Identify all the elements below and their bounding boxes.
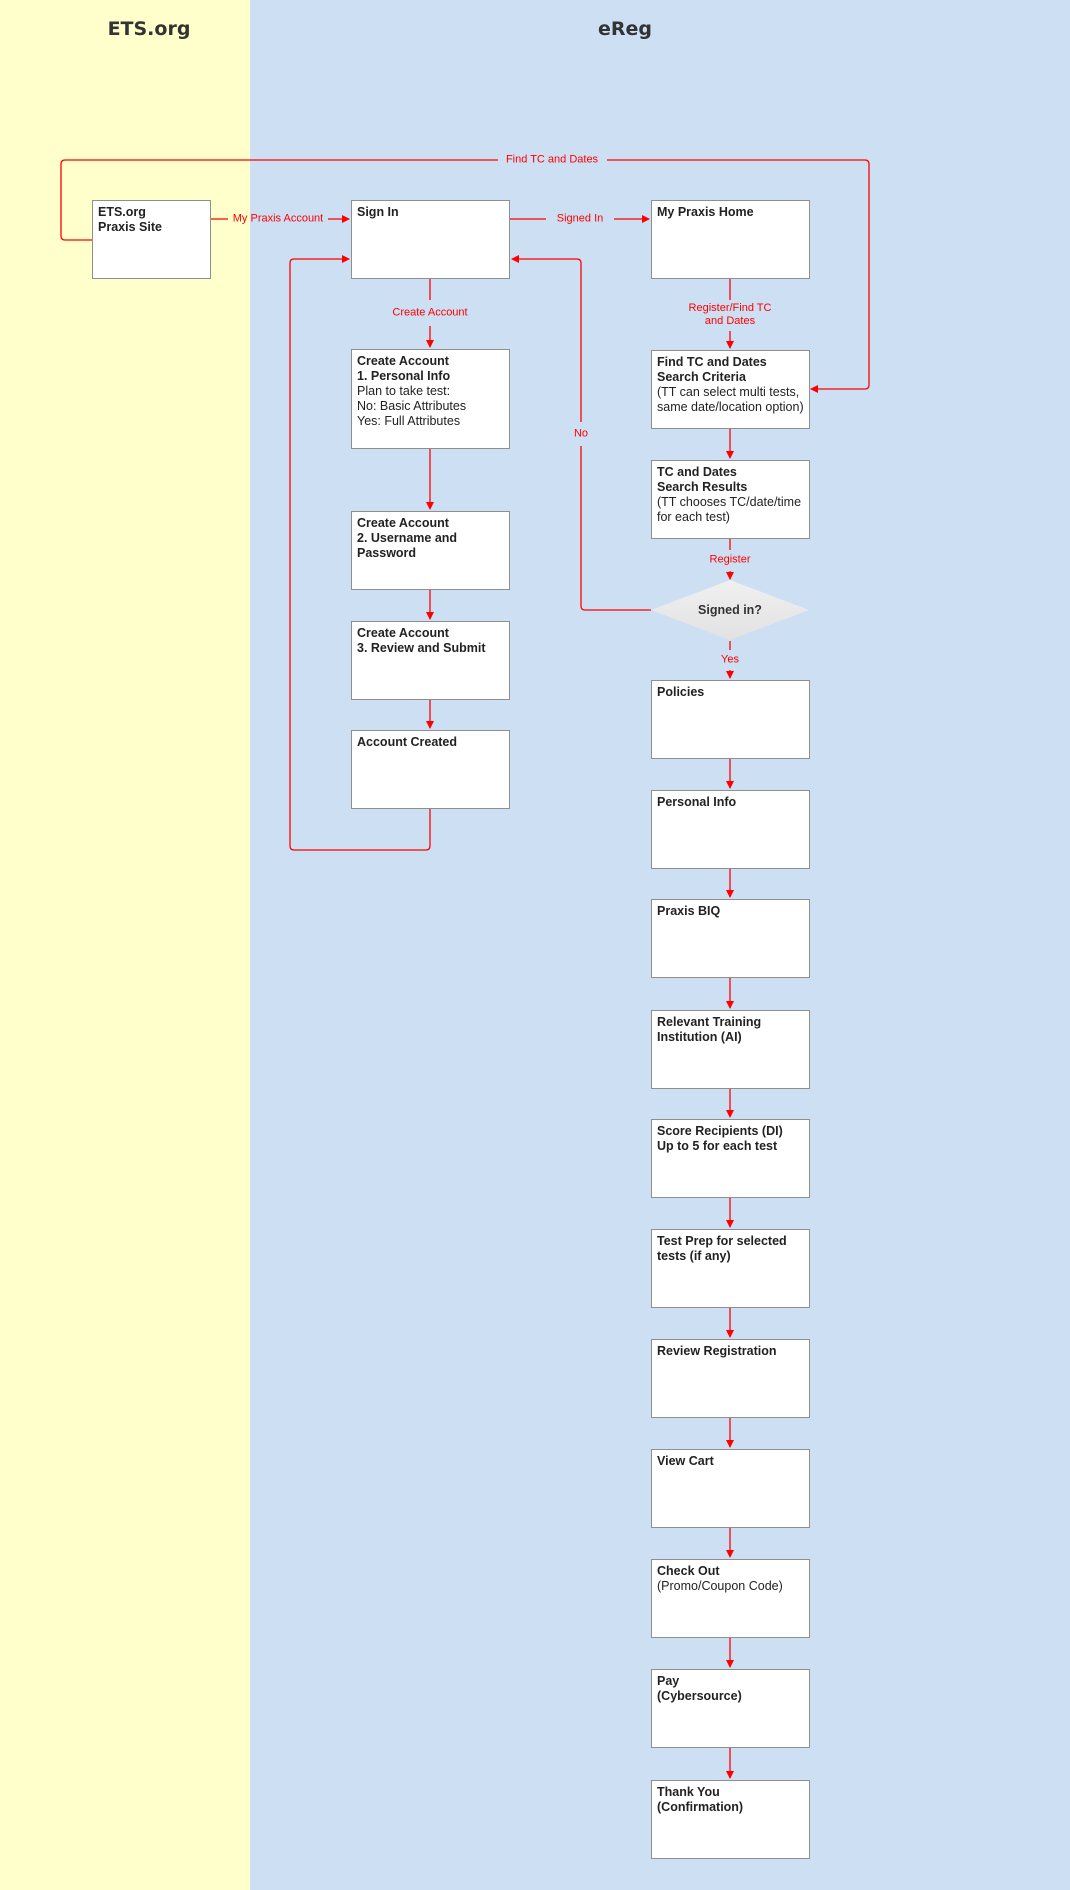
box-account-created: Account Created <box>351 730 510 809</box>
label-register-find: Register/Find TC and Dates <box>688 302 772 327</box>
box-title: Account Created <box>357 735 458 749</box>
box-title: My Praxis Home <box>657 205 754 219</box>
box-body: (TT can select multi tests, same date/lo… <box>657 385 804 414</box>
box-title: Thank You (Confirmation) <box>657 1785 744 1814</box>
box-sign-in: Sign In <box>351 200 510 279</box>
box-create-account-review: Create Account 3. Review and Submit <box>351 621 510 700</box>
connector-ets-to-find-tc <box>60 159 870 389</box>
box-title: Score Recipients (DI) Up to 5 for each t… <box>657 1124 783 1153</box>
box-title: ETS.org Praxis Site <box>98 205 162 234</box>
box-title: View Cart <box>657 1454 714 1468</box>
box-body: Plan to take test: No: Basic Attributes … <box>357 384 467 428</box>
box-title: Praxis BIQ <box>657 904 721 918</box>
box-find-tc-dates: Find TC and Dates Search Criteria(TT can… <box>651 350 810 429</box>
box-title: Personal Info <box>657 795 737 809</box>
box-title: Check Out <box>657 1564 720 1578</box>
box-score-recipients: Score Recipients (DI) Up to 5 for each t… <box>651 1119 810 1198</box>
box-thank-you: Thank You (Confirmation) <box>651 1780 810 1859</box>
box-review-registration: Review Registration <box>651 1339 810 1418</box>
box-title: Create Account 2. Username and Password <box>357 516 458 560</box>
box-policies: Policies <box>651 680 810 759</box>
box-title: Test Prep for selected tests (if any) <box>657 1234 787 1263</box>
box-title: Pay (Cybersource) <box>657 1674 742 1703</box>
box-test-prep: Test Prep for selected tests (if any) <box>651 1229 810 1308</box>
box-body: (TT chooses TC/date/time for each test) <box>657 495 802 524</box>
label-signed-in: Signed In <box>556 212 604 225</box>
box-training-institution: Relevant Training Institution (AI) <box>651 1010 810 1089</box>
label-yes: Yes <box>721 653 739 666</box>
decision-signed-in: Signed in? <box>698 603 762 617</box>
box-create-account-username: Create Account 2. Username and Password <box>351 511 510 590</box>
box-title: Policies <box>657 685 705 699</box>
box-ets-praxis-site: ETS.org Praxis Site <box>92 200 211 279</box>
box-title: Create Account 3. Review and Submit <box>357 626 486 655</box>
box-title: Review Registration <box>657 1344 777 1358</box>
box-my-praxis-home: My Praxis Home <box>651 200 810 279</box>
box-title: Sign In <box>357 205 399 219</box>
connector-created-to-signin <box>289 255 431 851</box>
box-title: Relevant Training Institution (AI) <box>657 1015 762 1044</box>
label-create-account: Create Account <box>392 306 468 319</box>
connector-no-to-signin <box>512 259 651 611</box>
box-title: Find TC and Dates Search Criteria <box>657 355 767 384</box>
box-title: TC and Dates Search Results <box>657 465 748 494</box>
box-personal-info: Personal Info <box>651 790 810 869</box>
lane-title-ets: ETS.org <box>107 18 191 40</box>
box-tc-dates-results: TC and Dates Search Results(TT chooses T… <box>651 460 810 539</box>
box-view-cart: View Cart <box>651 1449 810 1528</box>
label-my-praxis-account: My Praxis Account <box>232 212 324 225</box>
box-pay: Pay (Cybersource) <box>651 1669 810 1748</box>
box-title: Create Account 1. Personal Info <box>357 354 451 383</box>
box-praxis-biq: Praxis BIQ <box>651 899 810 978</box>
decision-diamond <box>651 580 809 640</box>
box-check-out: Check Out(Promo/Coupon Code) <box>651 1559 810 1638</box>
label-find-tc-dates: Find TC and Dates <box>505 153 599 166</box>
label-no: No <box>573 427 589 440</box>
label-register: Register <box>709 553 751 566</box>
lane-title-ereg: eReg <box>597 18 653 40</box>
box-body: (Promo/Coupon Code) <box>657 1579 783 1593</box>
lane-ets-org: ETS.org <box>0 0 250 1890</box>
